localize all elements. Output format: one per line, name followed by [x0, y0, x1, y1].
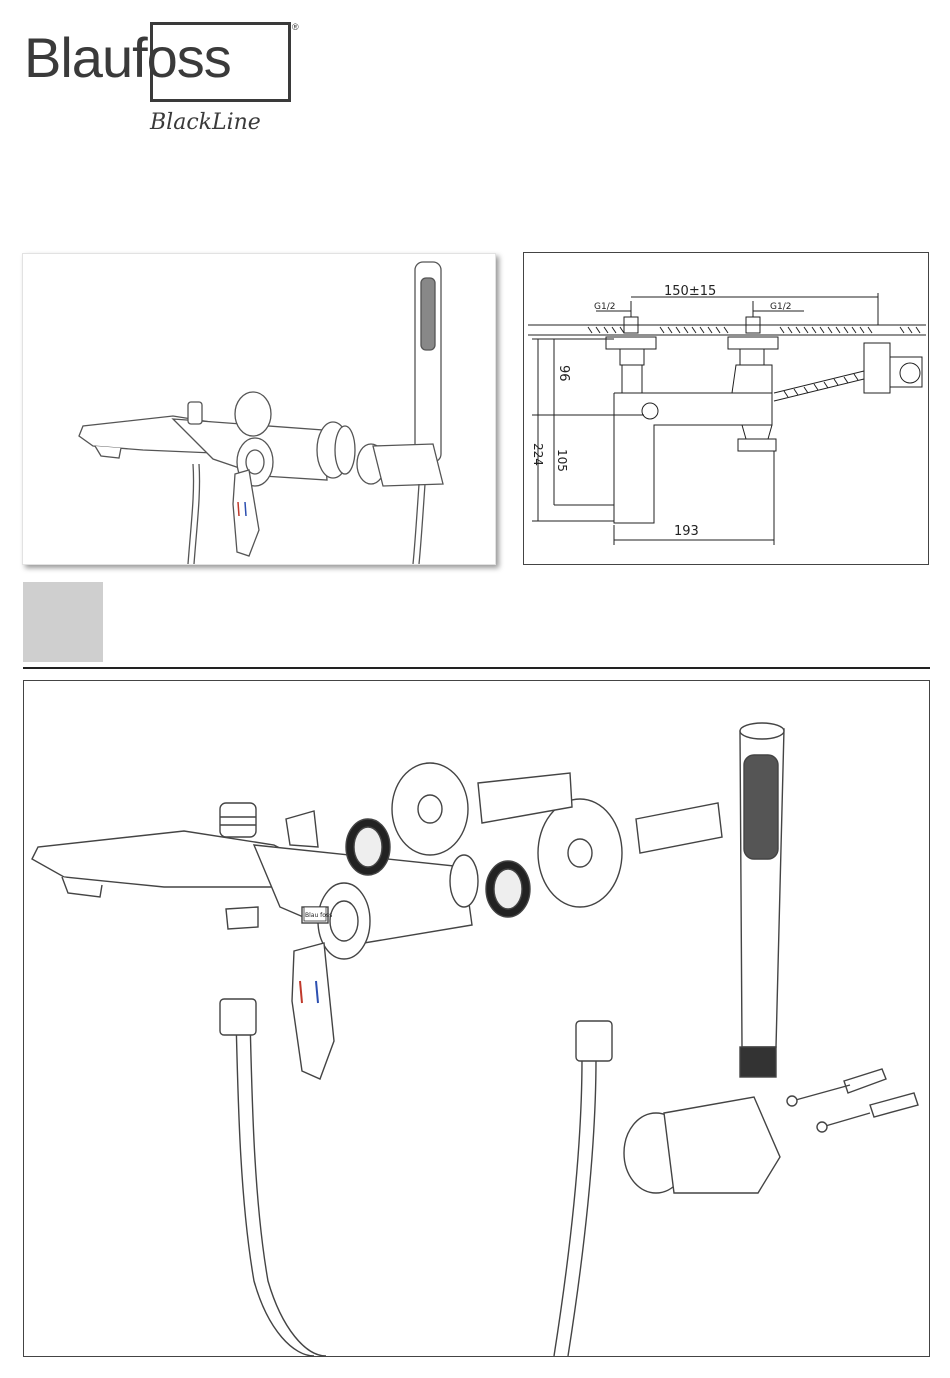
dim-thread-left: G1/2 [594, 302, 615, 312]
screw-2 [822, 1113, 870, 1127]
dim-height-total: 224 [531, 443, 545, 466]
section-divider [23, 667, 930, 669]
dim-inlet-spacing: 150±15 [664, 284, 716, 299]
brand-subline: BlackLine [150, 110, 261, 135]
dimension-drawing: 150±15 G1/2 G1/2 193 224 96 105 [524, 253, 928, 564]
section-marker-box [23, 582, 103, 662]
dim-height-lower: 105 [555, 449, 569, 472]
dim-thread-right: G1/2 [770, 302, 791, 312]
product-photo-panel [22, 253, 496, 565]
shower-hose-right [554, 1059, 582, 1356]
screw-1 [792, 1085, 850, 1101]
diverter-knob [220, 803, 256, 837]
brand-logo-text: Blaufoss [24, 30, 231, 86]
dim-spout-length: 193 [674, 524, 699, 539]
wall-plug-1 [844, 1069, 886, 1093]
wall-plug-2 [870, 1093, 918, 1117]
dim-height-upper: 96 [556, 365, 571, 382]
eccentric-connector-2 [636, 803, 722, 853]
dimension-drawing-panel: 150±15 G1/2 G1/2 193 224 96 105 [523, 252, 929, 565]
product-illustration [23, 254, 495, 564]
lever-handle [292, 943, 334, 1079]
exploded-parts-illustration: Blau foss [24, 681, 929, 1356]
faucet-badge: Blau foss [305, 912, 332, 919]
registered-mark: ® [292, 22, 299, 32]
exploded-parts-panel: Blau foss [23, 680, 930, 1357]
